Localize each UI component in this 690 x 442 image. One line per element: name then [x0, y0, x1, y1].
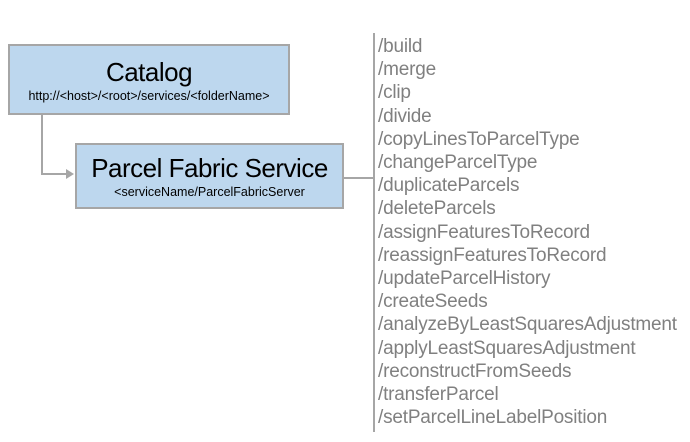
endpoint-item: /createSeeds	[378, 291, 488, 313]
endpoint-item: /assignFeaturesToRecord	[378, 221, 590, 243]
catalog-box-title: Catalog	[105, 57, 193, 87]
arrowhead-icon	[66, 169, 74, 179]
endpoint-item: /applyLeastSquaresAdjustment	[378, 337, 636, 359]
endpoint-item: /changeParcelType	[378, 152, 538, 174]
endpoint-item: /analyzeByLeastSquaresAdjustment	[378, 314, 677, 336]
endpoint-item: /updateParcelHistory	[378, 268, 551, 290]
catalog-to-service-connector-horizontal	[41, 173, 67, 175]
endpoint-item: /duplicateParcels	[378, 175, 520, 197]
endpoints-divider-line	[373, 33, 375, 432]
catalog-to-service-connector-vertical	[41, 115, 43, 175]
parcel-fabric-service-box: Parcel Fabric Service <serviceName/Parce…	[75, 143, 344, 209]
parcel-fabric-service-box-title: Parcel Fabric Service	[91, 152, 328, 183]
endpoint-item: /merge	[378, 59, 436, 81]
endpoint-item: /copyLinesToParcelType	[378, 128, 580, 150]
service-to-endpoints-connector	[344, 177, 373, 179]
endpoint-item: /reassignFeaturesToRecord	[378, 244, 607, 266]
catalog-box-subtitle: http://<host>/<root>/services/<folderNam…	[28, 89, 270, 103]
endpoint-item: /build	[378, 36, 423, 57]
parcel-fabric-service-box-subtitle: <serviceName/ParcelFabricServer	[114, 184, 305, 199]
endpoint-item: /deleteParcels	[378, 198, 496, 220]
endpoint-item: /divide	[378, 105, 432, 127]
endpoint-item: /transferParcel	[378, 384, 499, 406]
endpoint-item: /setParcelLineLabelPosition	[378, 407, 608, 429]
endpoint-item: /reconstructFromSeeds	[378, 360, 572, 382]
catalog-box: Catalog http://<host>/<root>/services/<f…	[8, 44, 290, 115]
endpoint-list: /build/merge/clip/divide/copyLinesToParc…	[378, 35, 688, 429]
endpoint-item: /clip	[378, 82, 411, 104]
